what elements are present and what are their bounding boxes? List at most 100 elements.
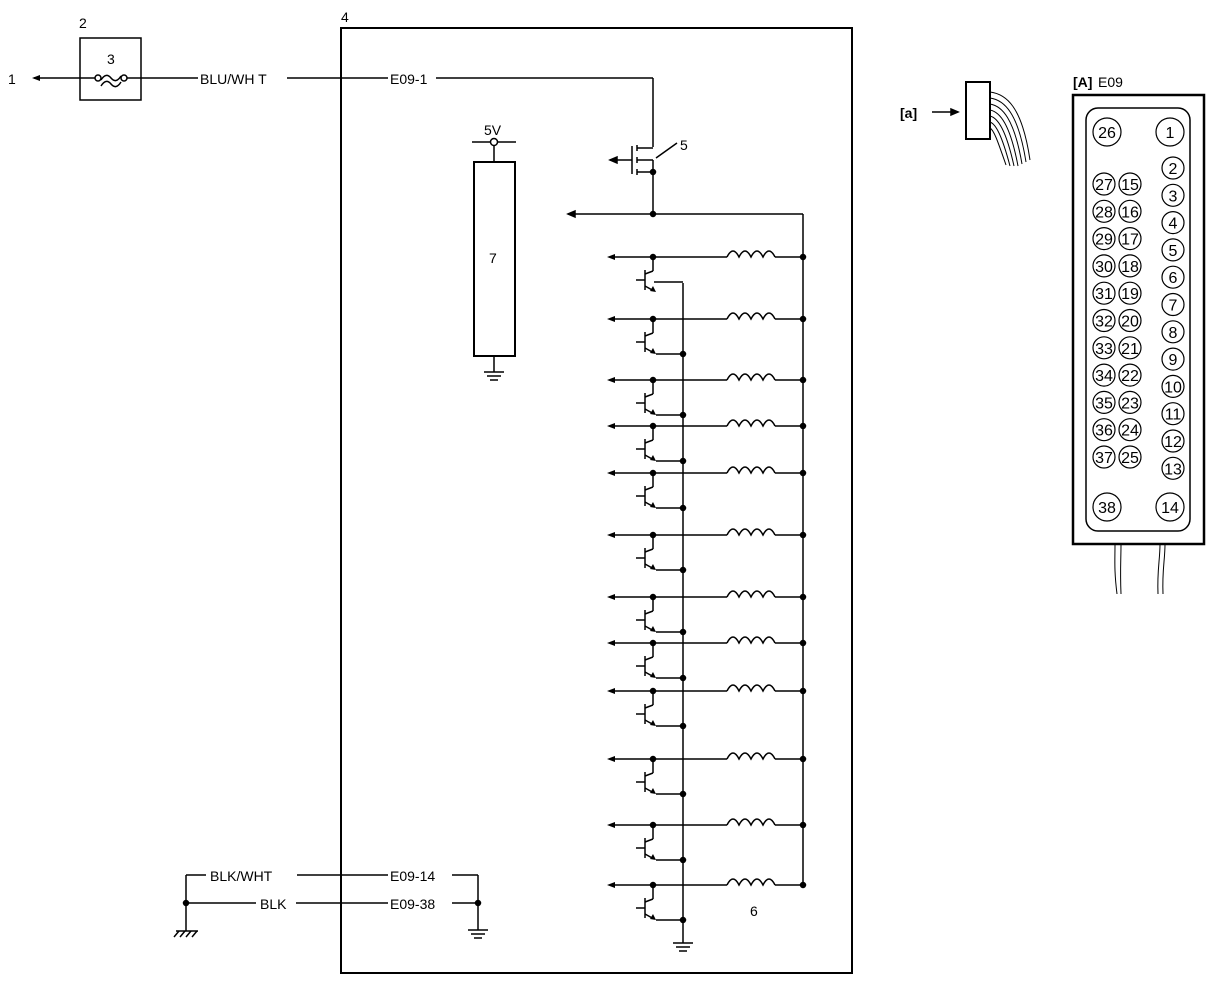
junction-dot — [649, 168, 657, 176]
injector-coil — [726, 419, 776, 428]
connector-pin: 19 — [1118, 281, 1142, 305]
connector-pin: 18 — [1118, 254, 1142, 278]
svg-text:20: 20 — [1121, 314, 1139, 331]
svg-text:30: 30 — [1095, 259, 1113, 276]
driver-stage — [607, 752, 807, 798]
driver-stage — [607, 312, 807, 358]
terminal-label-ground1: E09-14 — [390, 868, 435, 884]
svg-text:21: 21 — [1121, 341, 1139, 358]
connector-e09-inner — [1085, 107, 1191, 532]
driver-stage — [607, 636, 807, 682]
connector-pin: 22 — [1118, 363, 1142, 387]
svg-text:2: 2 — [1169, 161, 1178, 178]
connector-pin: 2 — [1161, 156, 1185, 180]
connector-pin: 4 — [1161, 211, 1185, 235]
svg-text:25: 25 — [1121, 450, 1139, 467]
injector-coil — [726, 373, 776, 382]
callout-2: 2 — [79, 15, 87, 31]
svg-text:18: 18 — [1121, 259, 1139, 276]
connector-pin: 33 — [1092, 336, 1116, 360]
svg-text:31: 31 — [1095, 286, 1113, 303]
svg-text:34: 34 — [1095, 368, 1113, 385]
connector-pin: 30 — [1092, 254, 1116, 278]
svg-text:19: 19 — [1121, 286, 1139, 303]
svg-text:13: 13 — [1164, 461, 1182, 478]
callout-6: 6 — [750, 903, 758, 919]
junction-dot — [182, 899, 190, 907]
connector-pin: 3 — [1161, 183, 1185, 207]
connector-pin: 1 — [1155, 117, 1185, 147]
injector-coil — [726, 684, 776, 693]
svg-text:17: 17 — [1121, 232, 1139, 249]
driver-stage — [607, 684, 807, 730]
connector-pin: 6 — [1161, 265, 1185, 289]
svg-text:15: 15 — [1121, 177, 1139, 194]
connector-pin: 20 — [1118, 308, 1142, 333]
terminal-label-ground2: E09-38 — [390, 896, 435, 912]
callout-5: 5 — [680, 137, 688, 153]
svg-text:24: 24 — [1121, 423, 1139, 440]
svg-text:22: 22 — [1121, 368, 1139, 385]
driver-stage — [607, 419, 807, 465]
fuse-terminal-right — [120, 74, 128, 82]
supply-voltage-label: 5V — [484, 122, 502, 138]
connector-pin: 23 — [1118, 390, 1142, 414]
connector-pin: 17 — [1118, 227, 1142, 251]
svg-text:28: 28 — [1095, 204, 1113, 221]
svg-text:26: 26 — [1098, 125, 1116, 142]
connector-pin: 12 — [1161, 429, 1185, 453]
svg-text:27: 27 — [1095, 177, 1113, 194]
injector-coil — [726, 752, 776, 761]
control-module-box — [340, 27, 853, 974]
connector-pin: 9 — [1161, 347, 1185, 371]
svg-text:6: 6 — [1169, 270, 1178, 287]
connector-pin: 28 — [1092, 199, 1116, 223]
fuse-element — [100, 74, 122, 82]
svg-text:3: 3 — [1169, 188, 1178, 205]
connector-pin: 15 — [1118, 172, 1142, 196]
svg-text:12: 12 — [1164, 434, 1182, 451]
driver-stage — [607, 590, 807, 636]
callout-3: 3 — [107, 51, 115, 67]
connector-pin: 31 — [1092, 281, 1116, 305]
svg-text:16: 16 — [1121, 204, 1139, 221]
terminal-label-supply: E09-1 — [390, 71, 428, 87]
connector-pin: 32 — [1092, 308, 1116, 333]
svg-text:8: 8 — [1169, 325, 1178, 342]
svg-text:29: 29 — [1095, 232, 1113, 249]
connector-pin: 34 — [1092, 363, 1116, 387]
injector-coil — [726, 466, 776, 475]
svg-text:11: 11 — [1165, 407, 1182, 424]
injector-coil — [726, 528, 776, 537]
svg-text:35: 35 — [1095, 395, 1113, 412]
svg-text:1: 1 — [1166, 125, 1175, 142]
connector-pin: 37 — [1092, 445, 1116, 469]
connector-pin: 36 — [1092, 418, 1116, 442]
fuse-box — [79, 37, 142, 101]
injector-coil — [726, 312, 776, 321]
connector-pin: 26 — [1092, 117, 1122, 147]
connector-ref-label: [a] — [900, 105, 917, 121]
fuse-terminal-left — [94, 74, 102, 82]
driver-stage — [607, 466, 807, 512]
driver-stage — [607, 878, 807, 924]
injector-coil — [726, 250, 776, 259]
connector-pin: 5 — [1161, 238, 1185, 262]
connector-pin: 14 — [1155, 492, 1185, 522]
connector-pin: 13 — [1161, 456, 1185, 480]
driver-stage — [607, 528, 807, 574]
callout-1: 1 — [8, 71, 16, 87]
svg-text:32: 32 — [1095, 314, 1113, 331]
connector-pin: 35 — [1092, 390, 1116, 414]
connector-pin: 27 — [1092, 172, 1116, 196]
connector-pin: 25 — [1118, 445, 1142, 469]
injector-coil — [726, 818, 776, 827]
connector-pin: 10 — [1161, 374, 1185, 398]
wire-label-top: BLU/WH T — [200, 71, 267, 87]
callout-7: 7 — [489, 250, 497, 266]
connector-view-icon — [965, 81, 991, 140]
connector-pin: 8 — [1161, 320, 1185, 344]
injector-coil — [726, 636, 776, 645]
driver-stage — [607, 373, 807, 419]
